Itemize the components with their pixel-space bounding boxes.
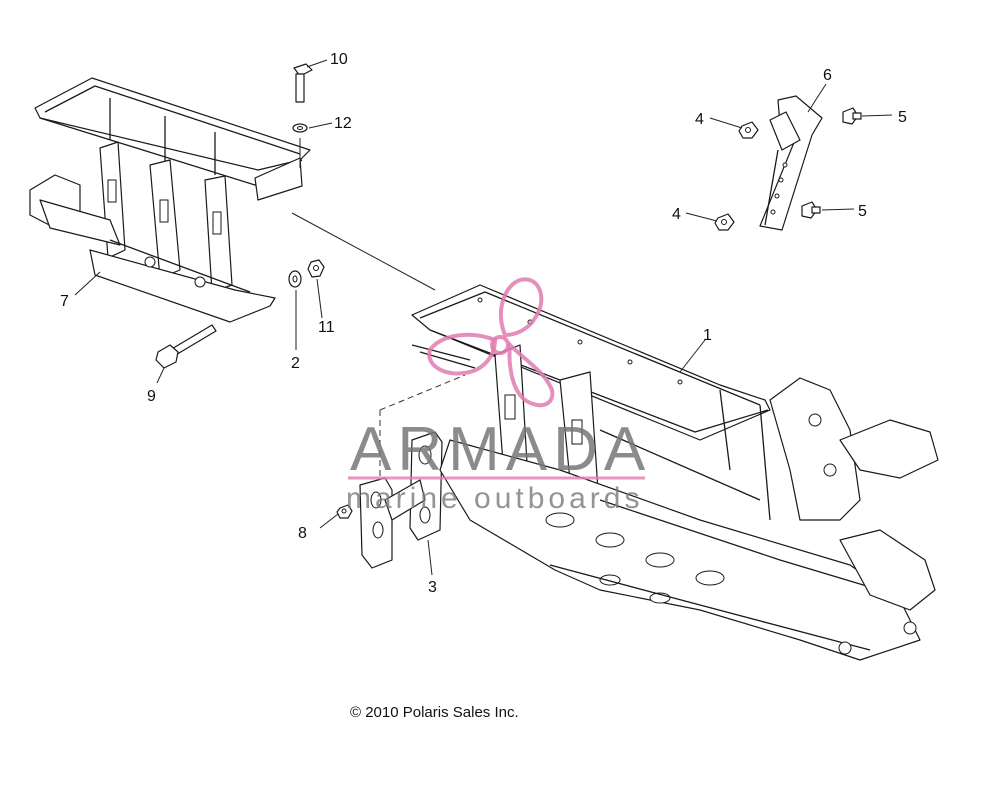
part-label-12: 12 [334,115,352,132]
long-bolt-part-9 [155,324,217,369]
copyright-notice: © 2010 Polaris Sales Inc. [350,704,519,721]
part-label-8: 10 [330,51,348,68]
nut-part-4-lower [714,213,735,231]
part-label-4-upper: 4 [695,111,704,128]
part-label-5-lower: 5 [858,203,867,220]
assembly-line-plate-2 [379,374,466,411]
nut-part-10 [336,504,353,519]
part-label-6: 6 [823,67,832,84]
mount-plate-part-3 [359,431,443,569]
assembly-line-rods [411,344,471,361]
watermark-brand: ARMADA [350,415,651,484]
watermark: ARMADA marine outboards [346,277,651,515]
bolt-part-5-lower [801,201,821,219]
assembly-line-frame [291,212,436,291]
part-label-3: 3 [428,579,437,596]
nut-part-4-upper [738,121,759,139]
part-label-2: 2 [291,355,300,372]
part-label-1: 1 [703,327,712,344]
part-label-5-upper: 5 [898,109,907,126]
part-label-7: 7 [60,293,69,310]
bolt-part-8 [293,63,313,103]
part-label-4-lower: 4 [672,206,681,223]
watermark-tagline: marine outboards [346,482,643,515]
bracket-part-6 [759,95,823,231]
part-label-11: 11 [318,319,335,336]
part-label-10: 8 [298,525,307,542]
part-label-9: 9 [147,388,156,405]
watermark-logo-icon [427,277,555,408]
main-frame-part-1 [411,284,939,661]
front-frame-assembly-part-7 [29,77,311,323]
bolt-part-5-upper [842,107,862,125]
